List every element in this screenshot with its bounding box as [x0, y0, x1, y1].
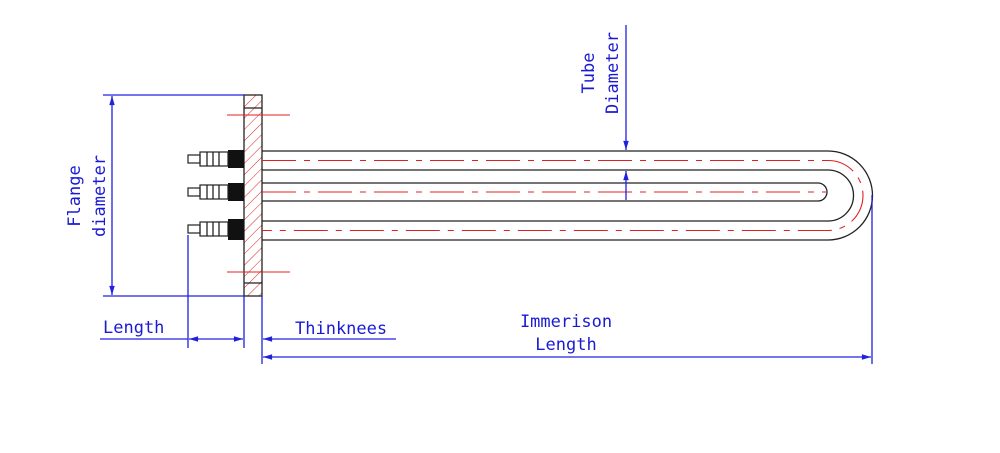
- terminal-top: [187, 150, 244, 168]
- tube-diameter-label-line2: Diameter: [603, 32, 623, 114]
- outer-tube-centerline: [262, 159, 864, 232]
- immersion-length-label-line2: Length: [535, 335, 596, 355]
- terminal-middle: [187, 183, 244, 201]
- tube-diameter-label-line1: Tube: [579, 53, 599, 94]
- flange-diameter-label-line1: Flange: [65, 165, 85, 226]
- terminal-studs: [187, 150, 244, 240]
- thickness-label: Thinknees: [295, 319, 387, 339]
- bottom-dimensions: [100, 195, 873, 364]
- heating-tubes: [262, 150, 874, 241]
- flange-diameter-label-line2: diameter: [90, 155, 110, 237]
- immersion-length-label-line1: Immerison: [520, 312, 612, 332]
- flange-plate: [227, 94, 290, 297]
- flange-diameter-dimension: [103, 94, 244, 297]
- terminal-bottom: [187, 219, 244, 240]
- length-label: Length: [103, 318, 164, 338]
